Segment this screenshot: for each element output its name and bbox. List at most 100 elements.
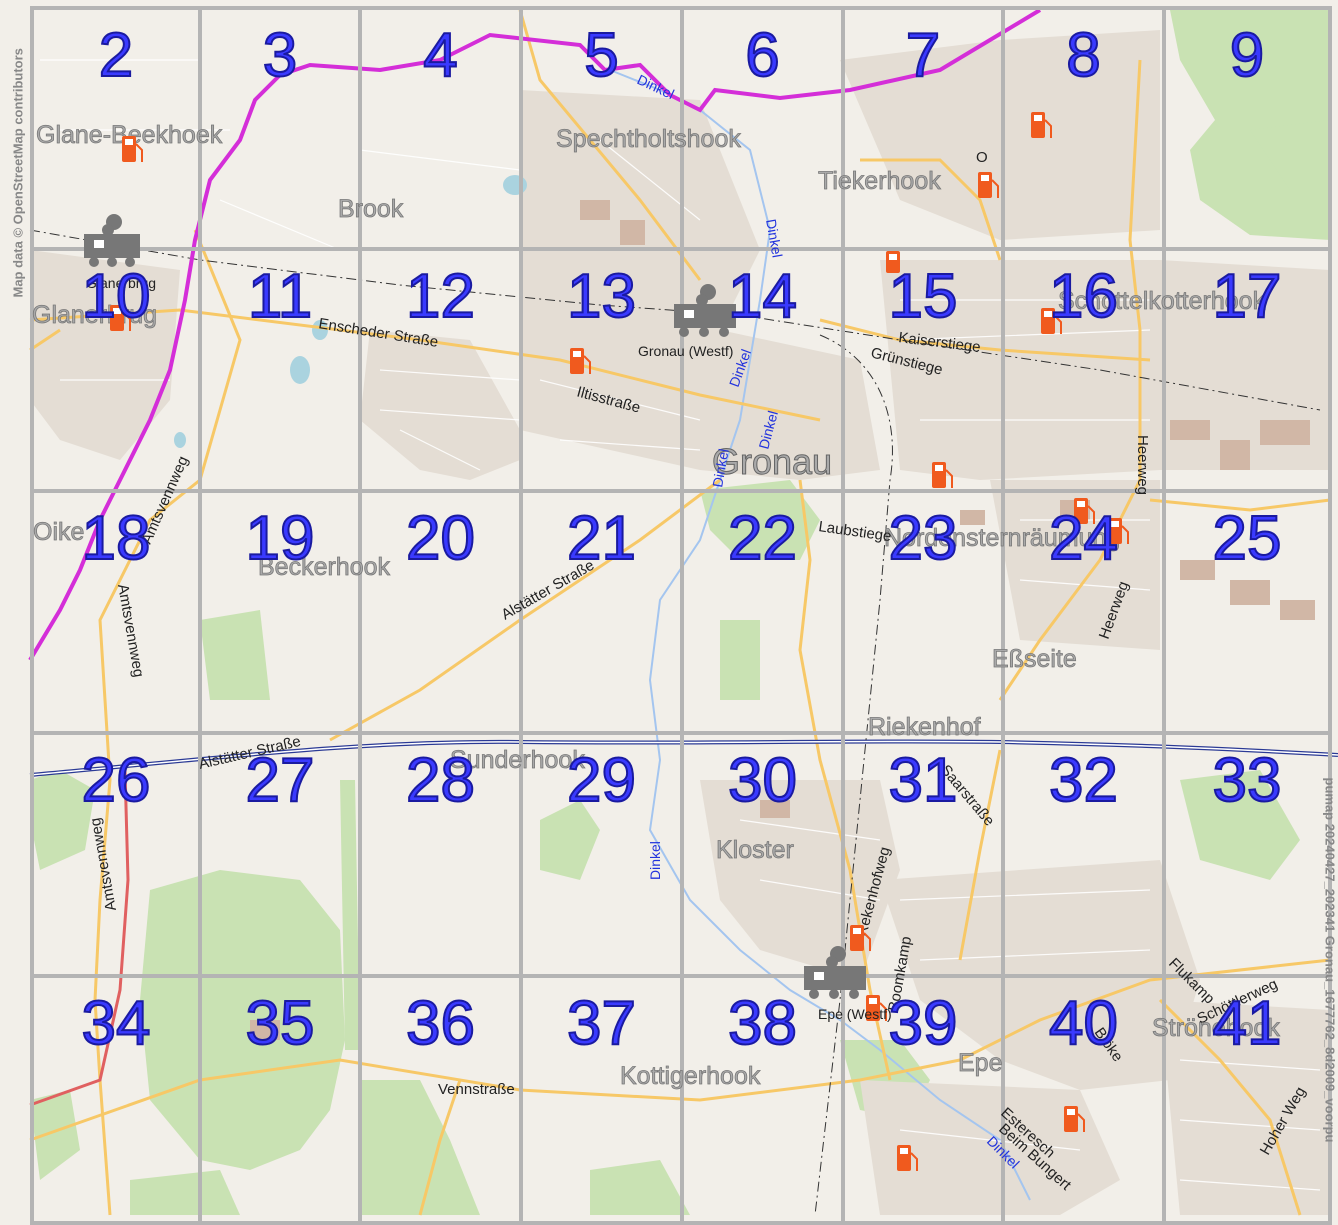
train-station-icon [804,946,866,999]
place-gronau: Gronau [712,441,832,482]
forest-areas [30,10,1330,1215]
grid-cell-number: 19 [246,504,315,573]
fuel-station-icon [932,462,953,488]
train-station-icon [674,284,736,337]
grid-cell-number: 32 [1049,746,1118,815]
grid-cell-number: 29 [567,746,636,815]
grid-cell-number: 9 [1230,21,1264,90]
grid-cell-number: 25 [1213,504,1282,573]
station-label-glanerbrug: Glanerbrug [86,275,156,291]
fuel-station-icon [897,1145,918,1171]
dinkel-river [609,69,1031,1201]
place-schoettelkotterhook: Schöttelkotterhook [1058,287,1266,315]
grid-cell-number: 16 [1049,262,1118,331]
street-heerweg-1: Heerweg [1134,435,1151,495]
motorway [29,739,1338,777]
fuel-station-icon [570,348,591,374]
grid-cell-number: 31 [889,746,958,815]
grid-cell-number: 12 [406,262,475,331]
street-vennstrasse: Vennstraße [438,1081,515,1098]
grid-cell-number: 41 [1213,989,1282,1058]
grid-cell-number: 14 [728,262,797,331]
grid-cell-number: 23 [889,504,958,573]
place-esseite: Eßseite [992,645,1077,673]
grid-cell-number: 8 [1066,21,1100,90]
grid-cell-number: 34 [82,989,151,1058]
grid-cell-number: 30 [728,746,797,815]
fuel-station-icon [1108,518,1129,544]
grid-cell-number: 3 [263,21,297,90]
grid-cell-number: 26 [82,746,151,815]
fuel-station-icon [850,925,871,951]
fuel-station-icon [1074,498,1095,524]
place-tiekerhook: Tiekerhook [818,167,941,195]
grid-cell-number: 28 [406,746,475,815]
grid-cell-number: 6 [745,21,779,90]
place-kloster: Kloster [716,836,794,864]
attribution-text: Map data © OpenStreetMap contributors [10,48,26,298]
grid-cell-number: 21 [567,504,636,573]
grid-cell-number: 11 [248,262,312,331]
grid-cell-number: 27 [246,746,315,815]
grid-cell-number: 17 [1213,262,1282,331]
grid-cell-number: 37 [567,989,636,1058]
fuel-station-icon [1041,308,1062,334]
fuel-station-icon [1064,1106,1085,1132]
grid-cell-number: 4 [423,21,457,90]
grid-cell-number: 35 [246,989,315,1058]
place-spechtholtshook: Spechtholtshook [556,125,741,153]
grid-cell-number: 13 [567,262,636,331]
grid-cell-number: 2 [99,21,133,90]
place-nordensternraeuming: Nordensternräumung [884,524,1120,552]
river-label-2: Dinkel [763,218,786,259]
place-glanerbrug: Glanerbrug [32,301,157,329]
grid-cell-number: 33 [1213,746,1282,815]
train-station-icon [84,214,140,267]
station-label-epe: Epe (Westf) [818,1006,892,1022]
fuel-station-icon [110,305,131,331]
grid-cell-number: 24 [1049,504,1118,573]
grid-cell-number: 15 [889,262,958,331]
grid-cell-number: 36 [406,989,475,1058]
minor-roads [40,59,1321,1191]
fuel-station-icon [866,995,887,1021]
place-stroenehook: Strönehook [1152,1014,1280,1042]
fuel-stations [110,112,1129,1171]
grid-cell-number: 20 [406,504,475,573]
grid-cell-number: 39 [889,989,958,1058]
place-sunderhook: Sunderhook [450,746,585,774]
river-label-5: Dinkel [709,447,732,488]
place-brook: Brook [338,195,404,223]
fuel-station-icon [978,172,999,198]
grid-cell-number: 10 [82,262,151,331]
place-epe: Epe [958,1049,1002,1077]
place-beckerhook: Beckerhook [258,553,391,581]
fuel-station-icon [886,251,900,273]
place-labels: Glane-Beekhoek Brook Spechtholtshook Tie… [32,121,1281,1091]
pumap-label: pumap 20240427_202341 Gronau_1677762_8d2… [1322,777,1338,1143]
grid-lines [30,6,1332,1225]
grid-cell-number: 5 [584,21,618,90]
street-o: O [976,149,988,166]
place-riekenhof: Riekenhof [868,713,981,741]
grid-cell-number: 18 [82,504,151,573]
grid-cell-number: 40 [1049,989,1118,1058]
place-oike: Oike [33,518,84,546]
place-kottigerhook: Kottigerhook [620,1062,761,1090]
grid-cell-number: 22 [728,504,797,573]
train-stations: Glanerbrug Gronau (Westf) Epe (Westf) [84,214,892,1022]
fuel-station-icon [1031,112,1052,138]
station-label-gronau: Gronau (Westf) [638,343,733,359]
railways [29,229,1321,1216]
grid-cell-number: 7 [906,21,940,90]
national-border [28,8,1042,662]
fuel-station-icon [122,136,143,162]
residential-areas [30,30,1330,1215]
river-label-6: Dinkel [647,841,663,880]
grid-cell-number: 38 [728,989,797,1058]
major-roads [29,9,1331,1216]
trunk-road [29,769,130,1107]
